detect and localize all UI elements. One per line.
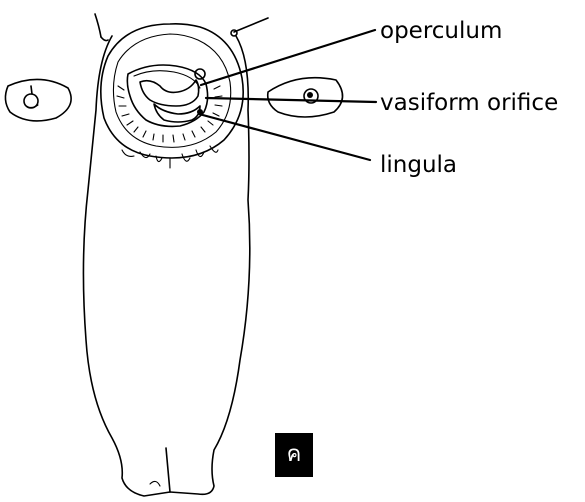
operculum [140,69,205,106]
operculum-leader [201,30,375,85]
leader-lines [199,30,376,160]
setae-top [95,14,268,41]
panel-tag: ค [275,433,313,477]
right-spiracle [268,78,343,117]
label-operculum: operculum [380,18,502,44]
left-spiracle [5,79,71,120]
vasiform-orifice-leader [206,98,376,102]
label-lingula: lingula [380,152,457,178]
label-vasiform-orifice: vasiform orifice [380,90,558,116]
pygidial-disc [101,24,243,168]
lingula-leader [199,114,370,160]
